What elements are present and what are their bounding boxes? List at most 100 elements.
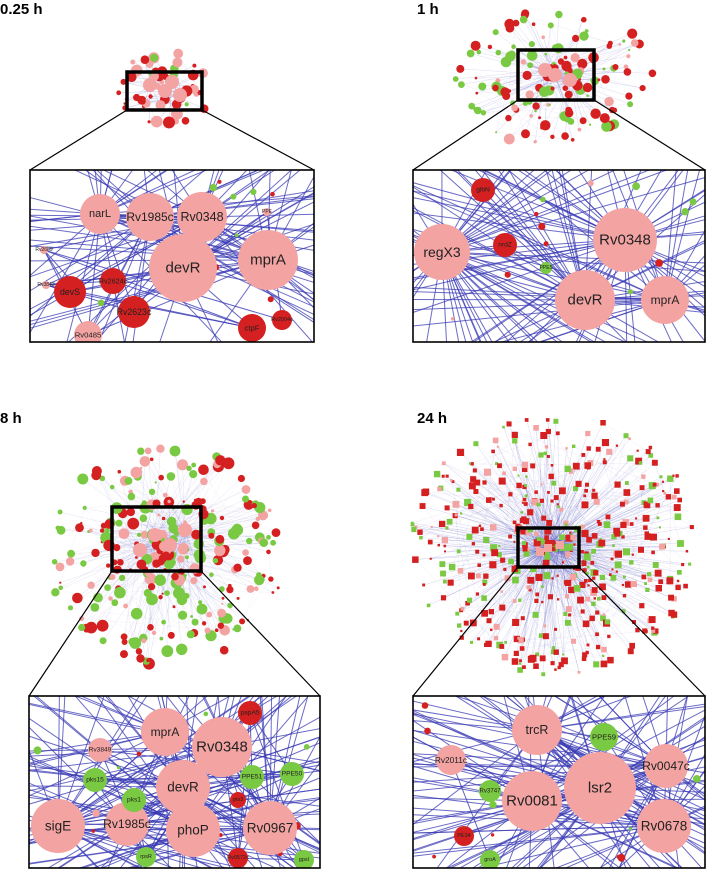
network-node: [491, 549, 499, 557]
network-node: [547, 22, 554, 29]
network-node: [147, 624, 154, 631]
node-rv0081: Rv0081: [502, 771, 562, 831]
network-node: [242, 549, 249, 556]
edge: [192, 696, 310, 831]
network-node: [526, 50, 538, 61]
edge: [460, 452, 549, 549]
node-label: trcR: [526, 723, 549, 737]
network-node: [534, 109, 537, 113]
node-rv0572c: Rv0572c: [227, 848, 249, 868]
edge: [29, 794, 194, 831]
edge: [457, 551, 541, 614]
edge: [182, 464, 186, 531]
network-node: [580, 609, 585, 614]
edge: [531, 709, 705, 802]
network-node: [601, 595, 607, 600]
edge: [443, 463, 549, 549]
network-node: [630, 39, 639, 47]
network-node: [504, 641, 507, 644]
node-devr: devR: [555, 270, 615, 330]
hub-node: [148, 528, 162, 542]
edge: [174, 450, 188, 558]
network-node: [503, 567, 507, 571]
node-label: sigE: [45, 819, 71, 834]
edge: [517, 526, 587, 582]
edge: [461, 69, 546, 85]
edge: [412, 447, 651, 524]
network-node: [655, 503, 660, 508]
edge: [471, 541, 542, 643]
network-node: [623, 433, 629, 439]
network-node: [460, 512, 463, 515]
network-node: [141, 638, 147, 644]
network-node: [577, 58, 588, 69]
edge: [458, 489, 541, 553]
edge: [29, 746, 223, 752]
edge: [413, 729, 601, 789]
network-node: [498, 477, 506, 485]
node-pks1: pks1: [122, 788, 146, 812]
network-node: [193, 498, 197, 502]
edge: [43, 249, 253, 329]
hub-node: [536, 548, 544, 556]
network-node: [191, 618, 199, 626]
network-node: [597, 522, 602, 526]
network-node: [477, 563, 481, 567]
edge: [460, 570, 557, 653]
network-node: [411, 521, 414, 525]
network-node: [118, 574, 126, 582]
network-node: [591, 533, 598, 539]
network-node: [683, 583, 688, 589]
edge: [547, 547, 566, 583]
edge: [554, 19, 585, 76]
node-label: Rv3843: [37, 282, 54, 288]
node-label: Rv1985c: [103, 817, 151, 831]
zoom-inset-24h: trcRRv0081lsr2Rv0047cRv0678Rv2011cPPE59R…: [413, 696, 705, 868]
node-circle: [42, 281, 50, 289]
network-node: [587, 584, 590, 587]
network-node: [496, 445, 499, 448]
network-node: [474, 479, 481, 486]
node-sige: sigE: [31, 799, 85, 853]
edge: [525, 69, 546, 134]
edge: [57, 825, 244, 868]
edge: [640, 487, 643, 550]
network-node: [590, 560, 595, 565]
node-mpra: mprA: [641, 276, 689, 324]
edge: [450, 759, 491, 861]
network-node: [611, 534, 617, 540]
network-node: [569, 531, 572, 534]
edge: [57, 746, 223, 827]
network-node: [623, 64, 629, 70]
network-node: [557, 665, 561, 670]
network-node: [533, 539, 541, 547]
edge: [559, 544, 593, 619]
network-node: [622, 39, 626, 43]
network-node: [233, 624, 242, 633]
edge: [613, 42, 635, 69]
edge: [559, 527, 646, 546]
node-circle: [166, 803, 220, 857]
network-node: [589, 123, 592, 126]
network-node: [573, 543, 576, 546]
network-node: [585, 430, 591, 437]
network-node: [519, 662, 522, 665]
network-node: [217, 622, 224, 629]
edge: [471, 547, 549, 643]
edge: [539, 481, 664, 553]
edge: [419, 531, 541, 553]
edge: [497, 446, 515, 523]
network-node: [484, 642, 488, 647]
network-node: [505, 114, 512, 122]
network-node: [603, 521, 611, 528]
edge: [90, 530, 141, 551]
network-node: [635, 627, 640, 633]
network-node: [163, 116, 175, 129]
node-circle: [149, 234, 217, 302]
edge: [125, 99, 177, 105]
network-node: [674, 488, 680, 494]
network-node: [158, 595, 163, 600]
network-node: [505, 23, 515, 33]
network-node: [642, 628, 648, 634]
network-node: [545, 527, 551, 533]
